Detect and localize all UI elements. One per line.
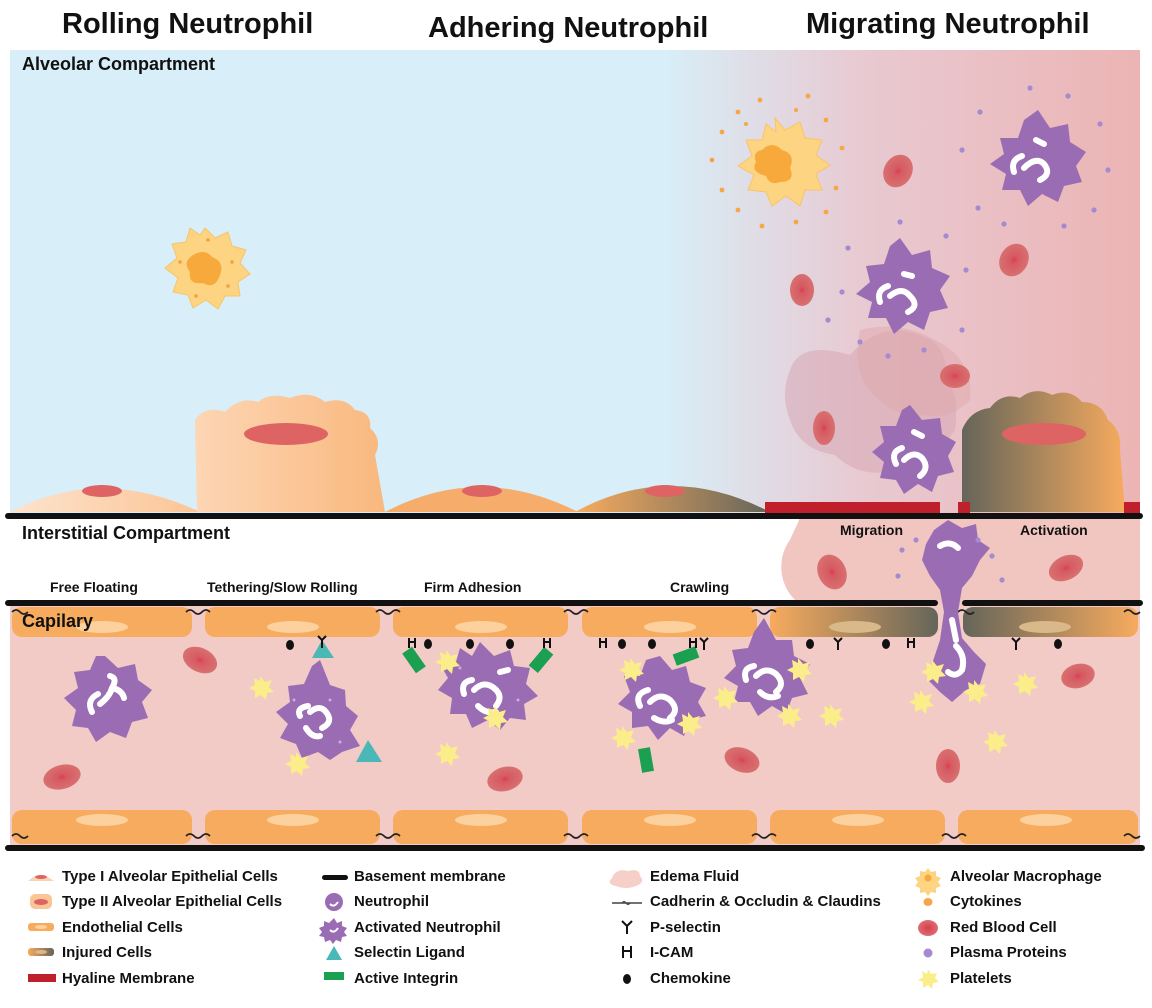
injured-type2-cell (962, 391, 1125, 512)
title-rolling-neutrophil: Rolling Neutrophil (62, 8, 314, 40)
legend-label: Alveolar Macrophage (950, 868, 1102, 885)
endothelium-top (12, 607, 1138, 637)
icams (408, 638, 915, 648)
neutrophil-tethering (276, 640, 382, 762)
stage-activation: Activation (1020, 522, 1088, 538)
edema-fluid-icon (609, 870, 643, 888)
legend-label: Cytokines (950, 893, 1022, 910)
title-migrating-neutrophil: Migrating Neutrophil (806, 8, 1090, 40)
neutrophil-alveolar-edema (872, 405, 956, 494)
legend-label: Endothelial Cells (62, 919, 183, 936)
capillary-lumen (10, 604, 1140, 846)
activated-neutrophil-icon (319, 918, 347, 944)
type1-cell (10, 488, 200, 512)
platelets (249, 650, 1038, 776)
chemokines (286, 639, 1062, 650)
legend-label: P-selectin (650, 919, 721, 936)
legend-label: Type I Alveolar Epithelial Cells (62, 868, 278, 885)
icam-icon (622, 946, 632, 958)
endothelial-cell-icon (28, 923, 54, 931)
basement-membrane-icon (322, 875, 348, 880)
active-integrin (672, 646, 700, 666)
stage-crawling: Crawling (670, 579, 730, 595)
injured-cell-icon (28, 948, 54, 956)
legend-label: Edema Fluid (650, 868, 740, 885)
active-integrin (638, 747, 654, 773)
macrophage-icon (915, 868, 941, 896)
legend-label: Injured Cells (62, 944, 153, 961)
p-selectin-icon (621, 920, 633, 934)
legend-label: Selectin Ligand (354, 944, 465, 961)
injured-nucleus (645, 485, 685, 497)
platelet-icon (918, 969, 939, 989)
legend-label: Active Integrin (354, 970, 459, 987)
type2-nucleus (244, 423, 328, 445)
plasma-protein-icon (923, 948, 933, 958)
type2-cell (195, 394, 385, 512)
junction-icon (612, 900, 642, 906)
selectin-ligand (356, 740, 382, 762)
neutrophil-transmigrating (922, 520, 990, 702)
stage-migration: Migration (840, 522, 903, 538)
legend-label: Neutrophil (354, 893, 429, 910)
hyaline-membrane (958, 502, 970, 514)
type1-cell (385, 487, 578, 512)
label-interstitial-compartment: Interstitial Compartment (22, 523, 231, 543)
type1-nucleus (82, 485, 122, 497)
title-adhering-neutrophil: Adhering Neutrophil (428, 12, 709, 44)
neutrophil-crawling-2 (724, 618, 810, 716)
active-integrin (528, 646, 554, 674)
type2-cell-icon (30, 894, 52, 909)
neutrophil-icon (325, 893, 343, 911)
legend-label: Activated Neutrophil (354, 919, 501, 936)
endothelium-bottom (12, 810, 1138, 844)
injured-type2-nucleus (1002, 423, 1086, 445)
hyaline-membrane-icon (28, 974, 56, 982)
active-integrin (402, 646, 426, 674)
hyaline-membrane (765, 502, 940, 514)
legend-label: Red Blood Cell (950, 919, 1057, 936)
stage-firm-adhesion: Firm Adhesion (424, 579, 522, 595)
legend: Type I Alveolar Epithelial Cells Type II… (0, 862, 1152, 1002)
activated-macrophage (709, 93, 845, 229)
label-alveolar-compartment: Alveolar Compartment (22, 54, 216, 74)
edema-fluid (857, 326, 971, 416)
legend-label: Plasma Proteins (950, 944, 1067, 961)
selectin-ligand-icon (326, 946, 342, 960)
legend-label: Type II Alveolar Epithelial Cells (62, 893, 283, 910)
selectin-ligand (312, 640, 334, 658)
type1-nucleus (462, 485, 502, 497)
legend-label: Chemokine (650, 970, 731, 987)
legend-label: Cadherin & Occludin & Claudins (650, 893, 881, 910)
legend-label: Platelets (950, 970, 1012, 987)
cytokine-icon (923, 898, 933, 906)
neutrophil-firm-adhesion (402, 642, 554, 730)
label-capillary: Capilary (22, 611, 94, 631)
red-blood-cells (43, 154, 1095, 792)
injured-type1-cell (575, 486, 770, 512)
plasma-proteins (895, 537, 1005, 583)
legend-label: Basement membrane (354, 868, 506, 885)
hyaline-membrane (1124, 502, 1140, 514)
red-blood-cell-icon (918, 920, 938, 936)
diagram-canvas (5, 50, 1145, 851)
type1-cell-icon (28, 875, 54, 881)
activated-neutrophil-upper (825, 219, 969, 359)
stage-tethering: Tethering/Slow Rolling (207, 579, 358, 595)
stage-free-floating: Free Floating (50, 579, 138, 595)
legend-label: Hyaline Membrane (62, 970, 195, 987)
cell-junctions-top (11, 609, 1141, 615)
legend-label: I-CAM (650, 944, 694, 961)
chemokine-icon (623, 974, 631, 984)
alveolar-macrophage (164, 227, 251, 310)
activated-neutrophil-top-right (959, 85, 1111, 229)
neutrophil-free-floating (64, 656, 152, 742)
p-selectins (317, 635, 1021, 650)
legend-icons (28, 868, 941, 989)
cell-junctions-bottom (11, 833, 1141, 839)
active-integrin-icon (324, 972, 344, 980)
